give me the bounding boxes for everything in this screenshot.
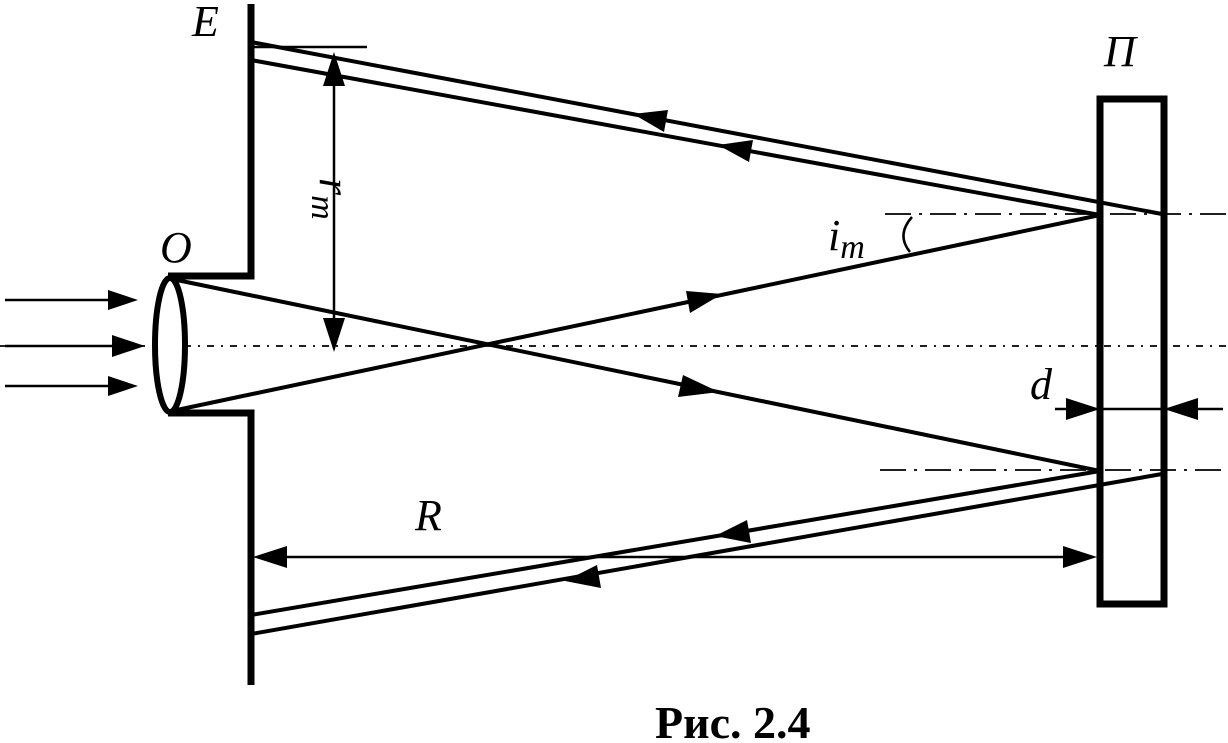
label-R: R [414, 491, 442, 540]
label-plate: П [1103, 27, 1138, 76]
label-E: E [191, 0, 219, 46]
d-dimension [1055, 398, 1223, 420]
figure-caption: Рис. 2.4 [655, 697, 811, 743]
lower-reflected-rays [250, 469, 1163, 636]
R-dimension [253, 546, 1097, 568]
incoming-rays [5, 290, 145, 396]
angle-arc [902, 216, 913, 253]
label-O: O [160, 223, 192, 272]
label-im: im [828, 211, 865, 266]
svg-text:rm: rm [304, 178, 359, 220]
label-d: d [1030, 360, 1053, 409]
rm-dimension [251, 45, 367, 352]
upper-reflected-rays [250, 40, 1163, 217]
plate [1096, 95, 1168, 608]
screen-E [168, 4, 255, 685]
label-rm: rm [304, 178, 359, 220]
cone-rays [171, 213, 1101, 473]
objective-lens [152, 275, 188, 415]
